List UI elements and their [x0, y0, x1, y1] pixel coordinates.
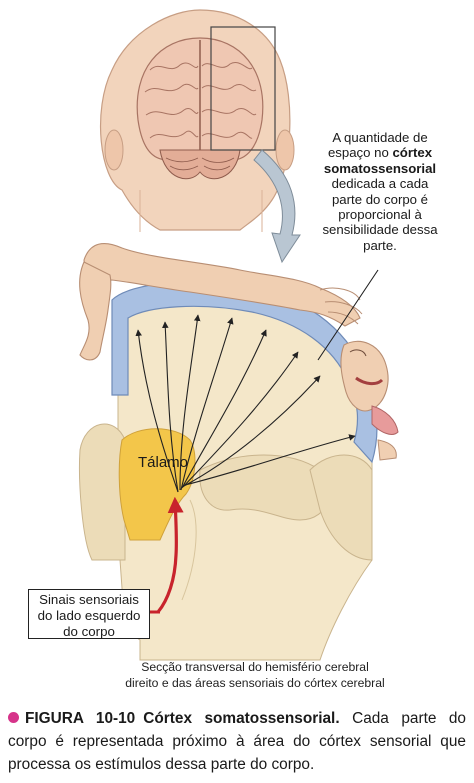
callout-line: sensibilidade dessa	[322, 222, 438, 238]
section-caption-line: Secção transversal do hemisfério cerebra…	[141, 660, 369, 674]
somatosensory-figure	[79, 9, 399, 661]
sensory-signals-line: do corpo	[63, 624, 115, 639]
callout-pointer	[317, 269, 379, 361]
callout-line: parte do corpo é	[331, 191, 429, 207]
section-caption-line: direito e das áreas sensoriais do córtex…	[125, 675, 385, 690]
callout-line: dedicada a cada	[331, 176, 429, 192]
sensory-signals-line: do lado esquerdo	[37, 608, 141, 623]
callout-line-text: espaço no	[327, 145, 393, 161]
figure-title: Córtex somatossensorial.	[143, 710, 340, 727]
zoom-arrow	[253, 149, 301, 264]
sensory-input-arrow	[156, 496, 184, 614]
callout-line: A quantidade de	[332, 130, 428, 145]
thalamus-label: Tálamo	[138, 454, 189, 471]
homunculus	[79, 242, 399, 461]
projection-arrows	[135, 314, 356, 493]
callout-bold-text: córtex	[392, 145, 433, 161]
callout-line: espaço no córtex	[300, 145, 460, 160]
section-caption: Secção transversal do hemisfério cerebra…	[100, 660, 410, 691]
figure-caption: FIGURA 10-10 Córtex somatossensorial. Cad…	[8, 707, 466, 776]
callout-line: proporcional à	[338, 207, 422, 223]
figure-caption-text: Cada parte do corpo é representada próxi…	[8, 710, 466, 773]
callout-line: somatossensorial	[300, 161, 460, 176]
figure-label: FIGURA 10-10	[25, 710, 136, 727]
callout-bold-text: somatossensorial	[323, 160, 437, 176]
callout-line: parte.	[363, 237, 397, 253]
sensory-signals-line: Sinais sensoriais	[39, 592, 139, 607]
callout-text: A quantidade de espaço no córtex somatos…	[300, 130, 460, 253]
selection-rectangle	[210, 26, 276, 151]
brain-back-view	[136, 37, 264, 180]
brain-section	[79, 281, 378, 661]
sensory-signals-box: Sinais sensoriais do lado esquerdo do co…	[28, 589, 150, 639]
thalamus	[118, 428, 196, 541]
bullet-dot-icon	[8, 712, 19, 723]
